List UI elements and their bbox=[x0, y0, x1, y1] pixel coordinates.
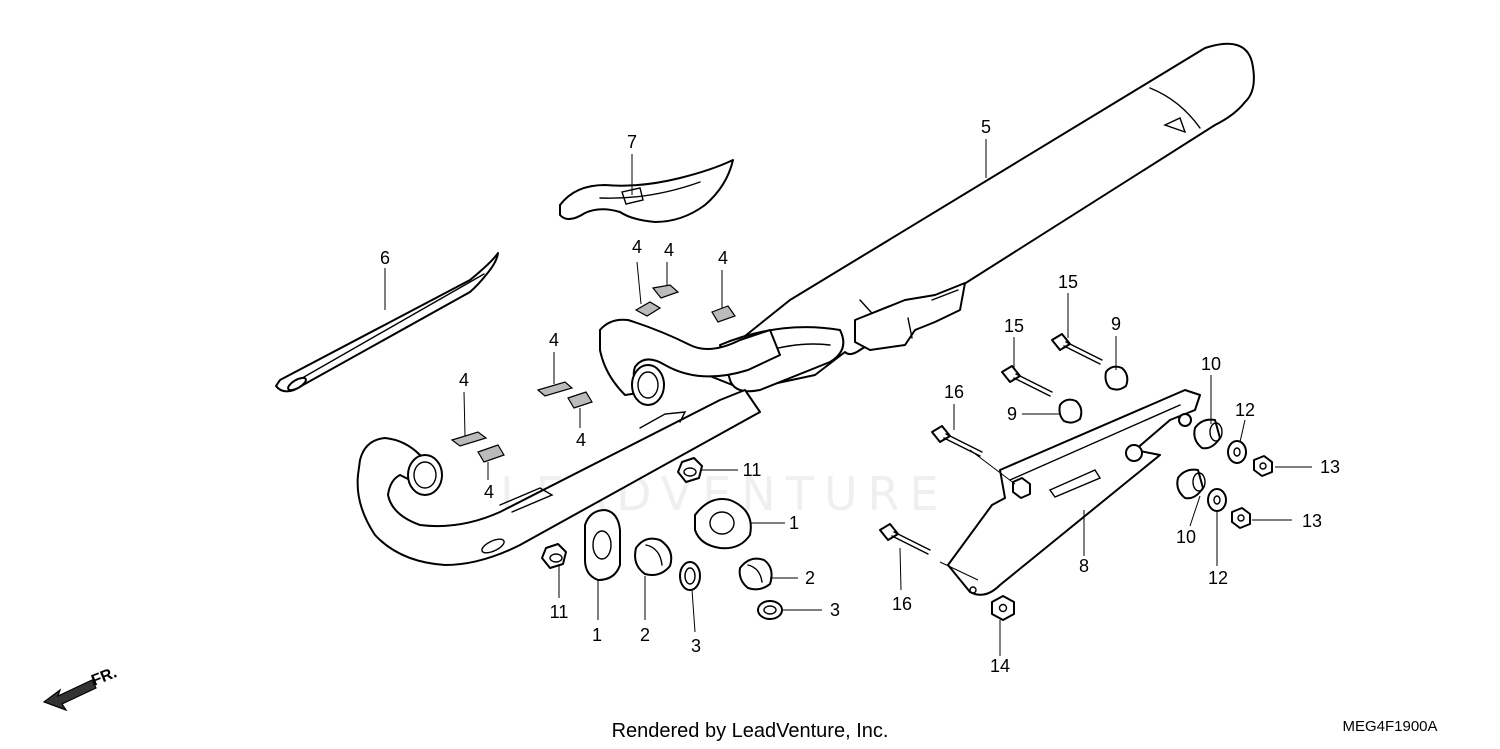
gasket-part-2[interactable] bbox=[757, 600, 783, 620]
washer-part-12b[interactable] bbox=[1207, 488, 1227, 512]
gasket-part-1[interactable] bbox=[679, 561, 701, 591]
clip-part-1[interactable] bbox=[634, 301, 662, 317]
callout-15-b: 15 bbox=[1004, 316, 1024, 336]
callout-9-b: 9 bbox=[1007, 404, 1017, 424]
callout-13-b: 13 bbox=[1302, 511, 1322, 531]
callout-9-a: 9 bbox=[1111, 314, 1121, 334]
clip-part-5[interactable] bbox=[567, 391, 593, 409]
callout-13-a: 13 bbox=[1320, 457, 1340, 477]
callout-16-a: 16 bbox=[944, 382, 964, 402]
nut-part-11a[interactable] bbox=[677, 457, 703, 483]
bolt-part-15b[interactable] bbox=[1001, 365, 1053, 397]
callout-3-b: 3 bbox=[691, 636, 701, 656]
callout-4-a: 4 bbox=[632, 237, 642, 257]
front-direction-indicator: FR. bbox=[42, 664, 119, 712]
callout-12-a: 12 bbox=[1235, 400, 1255, 420]
callout-14: 14 bbox=[990, 656, 1010, 676]
callout-4-g: 4 bbox=[484, 482, 494, 502]
callout-3-a: 3 bbox=[830, 600, 840, 620]
nut-part-14[interactable] bbox=[991, 595, 1015, 621]
callout-15-a: 15 bbox=[1058, 272, 1078, 292]
collar-part-1[interactable] bbox=[634, 537, 673, 576]
front-exhaust-pipe-part[interactable] bbox=[599, 318, 781, 406]
rubber-mount-part-10a[interactable] bbox=[1193, 418, 1223, 450]
callout-10-b: 10 bbox=[1176, 527, 1196, 547]
callout-12-b: 12 bbox=[1208, 568, 1228, 588]
bolt-part-16a[interactable] bbox=[931, 425, 983, 457]
callout-1-b: 1 bbox=[592, 625, 602, 645]
callout-4-f: 4 bbox=[459, 370, 469, 390]
callout-6: 6 bbox=[380, 248, 390, 268]
clip-part-2[interactable] bbox=[651, 284, 680, 299]
callout-4-c: 4 bbox=[718, 248, 728, 268]
callout-2-b: 2 bbox=[640, 625, 650, 645]
flange-part-2[interactable] bbox=[694, 498, 752, 550]
clip-part-6[interactable] bbox=[450, 431, 488, 447]
bracket-nut bbox=[1012, 477, 1031, 499]
callout-11-a: 11 bbox=[743, 460, 762, 480]
collar-part-2[interactable] bbox=[738, 557, 773, 591]
muffler-bracket-part[interactable] bbox=[947, 389, 1201, 596]
callout-11-b: 11 bbox=[550, 602, 569, 622]
heat-shield-upper-part[interactable] bbox=[559, 159, 734, 223]
bolt-part-15a[interactable] bbox=[1051, 333, 1103, 365]
front-arrow-icon bbox=[42, 679, 97, 712]
rear-exhaust-pipe-part[interactable] bbox=[356, 389, 761, 566]
callout-4-e: 4 bbox=[576, 430, 586, 450]
callout-4-b: 4 bbox=[664, 240, 674, 260]
callout-labels: 7 5 6 4 4 4 4 4 4 4 11 1 2 3 11 1 2 3 15… bbox=[380, 117, 1340, 676]
callout-8: 8 bbox=[1079, 556, 1089, 576]
callout-16-b: 16 bbox=[892, 594, 912, 614]
callout-4-d: 4 bbox=[549, 330, 559, 350]
clip-part-7[interactable] bbox=[477, 444, 505, 463]
rubber-mount-part-10b[interactable] bbox=[1176, 468, 1206, 500]
collar-part-9a[interactable] bbox=[1104, 365, 1129, 391]
callout-10-a: 10 bbox=[1201, 354, 1221, 374]
bolt-part-16b[interactable] bbox=[879, 523, 931, 555]
collar-part-9b[interactable] bbox=[1058, 398, 1083, 424]
callout-1-a: 1 bbox=[789, 513, 799, 533]
clip-part-3[interactable] bbox=[711, 305, 736, 323]
callout-5: 5 bbox=[981, 117, 991, 137]
nut-part-13b[interactable] bbox=[1231, 507, 1251, 529]
muffler-part[interactable] bbox=[699, 42, 1255, 393]
front-label: FR. bbox=[89, 664, 119, 689]
callout-2-a: 2 bbox=[805, 568, 815, 588]
heat-shield-lower-part[interactable] bbox=[275, 252, 499, 393]
footer-credit: Rendered by LeadVenture, Inc. bbox=[612, 720, 889, 742]
nut-part-11b[interactable] bbox=[541, 543, 567, 569]
flange-part-1[interactable] bbox=[584, 509, 621, 581]
washer-part-12a[interactable] bbox=[1227, 440, 1247, 464]
clip-part-4[interactable] bbox=[536, 381, 574, 397]
callout-7: 7 bbox=[627, 132, 637, 152]
nut-part-13a[interactable] bbox=[1253, 455, 1273, 477]
diagram-code: MEG4F1900A bbox=[1342, 718, 1437, 735]
leader-lines bbox=[384, 139, 1312, 656]
